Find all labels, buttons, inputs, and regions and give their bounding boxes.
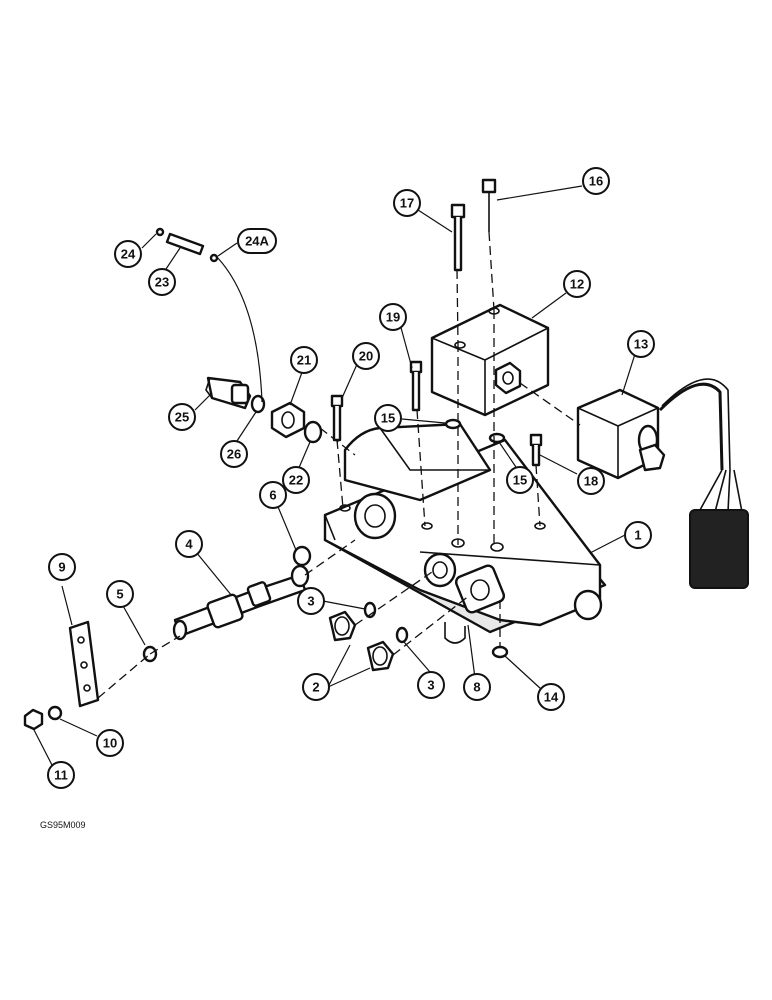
callout-19: 19 xyxy=(379,303,407,331)
svg-text:10: 10 xyxy=(103,736,117,751)
svg-text:8: 8 xyxy=(473,680,480,695)
callout-9: 9 xyxy=(48,553,76,581)
callout-3-lower: 3 xyxy=(417,671,445,699)
callout-12: 12 xyxy=(563,270,591,298)
svg-text:17: 17 xyxy=(400,196,414,211)
svg-text:12: 12 xyxy=(570,277,584,292)
bolt-16 xyxy=(481,178,497,232)
mounting-plate xyxy=(68,620,100,708)
svg-text:23: 23 xyxy=(155,275,169,290)
callout-2: 2 xyxy=(302,673,330,701)
leader-lines xyxy=(32,185,636,768)
callout-13: 13 xyxy=(627,330,655,358)
svg-text:25: 25 xyxy=(175,410,189,425)
callout-6: 6 xyxy=(259,481,287,509)
callout-17: 17 xyxy=(393,189,421,217)
bolt-19 xyxy=(409,360,423,412)
svg-text:3: 3 xyxy=(427,678,434,693)
svg-text:11: 11 xyxy=(54,768,68,783)
svg-text:2: 2 xyxy=(312,680,319,695)
callout-14: 14 xyxy=(537,683,565,711)
valve-spool xyxy=(172,564,310,641)
callout-18: 18 xyxy=(577,467,605,495)
valve-block xyxy=(430,303,550,417)
drawing-code: GS95M009 xyxy=(40,820,86,830)
svg-text:9: 9 xyxy=(58,560,65,575)
svg-text:15: 15 xyxy=(381,411,395,426)
washer-14 xyxy=(491,645,509,659)
solenoid-coil xyxy=(576,378,749,589)
lock-washer xyxy=(47,705,63,721)
svg-text:15: 15 xyxy=(513,473,527,488)
pin-23 xyxy=(165,232,205,256)
plug-lower xyxy=(366,640,395,672)
callout-26: 26 xyxy=(220,440,248,468)
svg-text:1: 1 xyxy=(634,528,641,543)
callout-15-right: 15 xyxy=(506,466,534,494)
svg-text:5: 5 xyxy=(116,587,123,602)
svg-text:24A: 24A xyxy=(245,234,269,249)
callouts: 1 2 3 3 4 5 6 8 9 10 11 12 13 14 15 15 1… xyxy=(47,167,655,789)
callout-21: 21 xyxy=(290,346,318,374)
ball-24a xyxy=(209,253,219,263)
callout-20: 20 xyxy=(352,342,380,370)
seal-22 xyxy=(303,420,323,444)
svg-text:3: 3 xyxy=(307,594,314,609)
svg-text:26: 26 xyxy=(227,447,241,462)
svg-text:24: 24 xyxy=(121,247,136,262)
callout-23: 23 xyxy=(148,268,176,296)
callout-15-left: 15 xyxy=(374,404,402,432)
svg-text:19: 19 xyxy=(386,310,400,325)
callout-3-upper: 3 xyxy=(297,587,325,615)
retaining-ring-24 xyxy=(155,227,165,237)
sensor-25 xyxy=(205,376,252,410)
svg-text:21: 21 xyxy=(297,353,311,368)
callout-5: 5 xyxy=(106,580,134,608)
callout-25: 25 xyxy=(168,403,196,431)
washer-15-left xyxy=(444,418,462,430)
svg-text:6: 6 xyxy=(269,488,276,503)
o-ring-3-lower xyxy=(395,626,409,644)
callout-24: 24 xyxy=(114,240,142,268)
callout-16: 16 xyxy=(582,167,610,195)
callout-22: 22 xyxy=(282,466,310,494)
callout-10: 10 xyxy=(96,729,124,757)
hex-nut xyxy=(23,708,44,731)
svg-text:14: 14 xyxy=(544,690,559,705)
svg-text:22: 22 xyxy=(289,473,303,488)
o-ring-26 xyxy=(250,394,266,414)
svg-text:16: 16 xyxy=(589,174,603,189)
fitting-21 xyxy=(270,401,306,439)
svg-text:13: 13 xyxy=(634,337,648,352)
callout-11: 11 xyxy=(47,761,75,789)
callout-8: 8 xyxy=(463,673,491,701)
washer-15-right xyxy=(488,432,506,444)
callout-24a: 24A xyxy=(237,228,277,254)
bolt-20 xyxy=(330,394,344,442)
svg-text:18: 18 xyxy=(584,474,598,489)
bolt-17 xyxy=(450,203,466,272)
plug-upper xyxy=(328,610,357,642)
bolt-18 xyxy=(529,433,543,467)
svg-text:20: 20 xyxy=(359,349,373,364)
svg-text:4: 4 xyxy=(185,537,193,552)
seal-ring-6 xyxy=(292,545,312,567)
callout-4: 4 xyxy=(175,530,203,558)
callout-1: 1 xyxy=(624,521,652,549)
